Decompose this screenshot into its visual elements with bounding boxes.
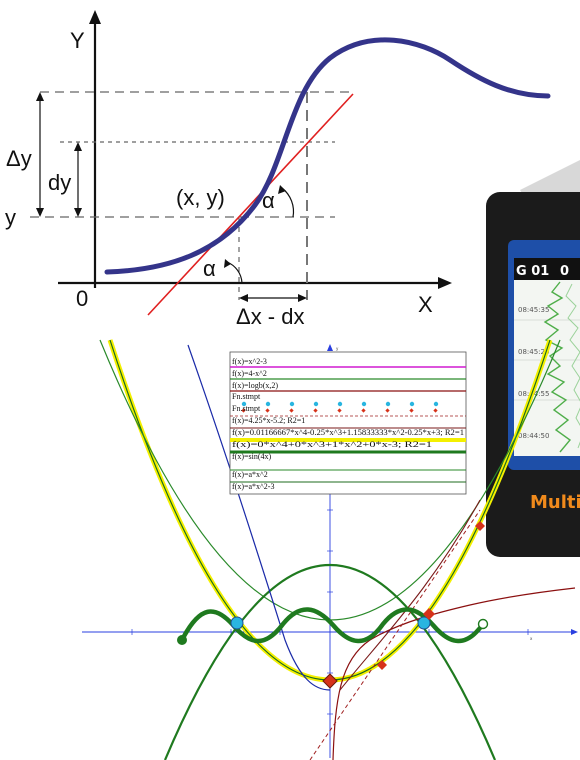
vertex-point[interactable] — [322, 673, 338, 689]
device-trace — [543, 281, 572, 453]
legend-entry-7: f(x)=0.01166667*x^4-0.25*x^3+1.15833333*… — [232, 428, 464, 437]
device-time-2: 08:45:20 — [518, 348, 549, 356]
alpha-upper-label: α — [262, 188, 275, 213]
alpha-arc-lower — [226, 261, 243, 284]
regression-line-dashed — [309, 509, 481, 760]
alpha-lower-label: α — [203, 256, 216, 281]
device-header-bar — [514, 258, 580, 280]
x-axis-arrow — [438, 277, 452, 289]
device-time-1: 08:45:35 — [518, 306, 549, 314]
sine-end-point[interactable] — [477, 618, 489, 630]
sine-curve — [179, 607, 485, 644]
red-point-1[interactable] — [423, 608, 435, 620]
legend-entry-9: f(x)=sin(4x) — [232, 452, 272, 461]
point-label: (x, y) — [176, 185, 225, 210]
device: G 01 0 08:45:35 08:45:20 08:44:55 08:44:… — [486, 160, 580, 557]
legend-entry-10: f(x)=a*x^2 — [232, 470, 268, 479]
delta-x-arrow-left — [239, 294, 248, 302]
red-point-3[interactable] — [475, 521, 485, 531]
red-point-2[interactable] — [377, 660, 387, 670]
delta-y-label: Δy — [6, 146, 32, 171]
graph-legend: f(x)=x^2-3 f(x)=4-x^2 f(x)=logb(x,2) Fn.… — [229, 351, 467, 495]
alpha-arc-upper — [281, 187, 295, 218]
legend-entry-11: f(x)=a*x^2-3 — [232, 482, 274, 491]
graph-y-ticks — [327, 509, 333, 715]
blue-curve — [187, 344, 331, 691]
legend-entry-3: f(x)=logb(x,2) — [232, 381, 278, 390]
device-time-4: 08:44:50 — [518, 432, 549, 440]
graph-y-axis-arrow — [327, 344, 333, 351]
legend-entry-2: f(x)=4-x^2 — [232, 369, 267, 378]
graph-x-axis-label: x — [530, 636, 533, 641]
legend-entry-6: f(x)=4.25*x-5.2; R2=1 — [232, 416, 305, 425]
legend-entry-4: Fn.stmpt — [232, 392, 261, 401]
intersection-point-left[interactable] — [230, 616, 244, 630]
legend-dots-cyan — [241, 401, 439, 407]
graph-x-axis-arrow — [571, 629, 578, 635]
sine-start-point[interactable] — [177, 635, 187, 645]
derivative-diagram: Y X 0 Δy dy y (x, y) α α Δx - dx — [5, 10, 551, 329]
log-curve — [332, 587, 576, 760]
x-axis-label: X — [418, 292, 433, 317]
tangent-line — [147, 93, 354, 316]
device-screen — [514, 280, 580, 456]
delta-y-arrow-up — [36, 92, 44, 101]
function-curve — [104, 37, 551, 275]
device-brand: Multi — [530, 492, 580, 513]
device-header-right: 0 — [560, 264, 569, 279]
y-value-label: y — [5, 205, 16, 230]
function-graph: y x — [82, 339, 578, 760]
regression-curve — [339, 499, 481, 691]
legend-entry-1: f(x)=x^2-3 — [232, 357, 267, 366]
dy-label: dy — [48, 170, 71, 195]
alpha-arc-lower-arrow — [224, 259, 231, 268]
y-axis-arrow — [89, 10, 101, 24]
legend-dots-red — [241, 408, 438, 413]
graph-y-axis-label: y — [336, 346, 339, 351]
delta-x-label: Δx - dx — [236, 304, 304, 329]
device-trace-secondary — [565, 283, 580, 449]
parabola-4-minus-x2 — [163, 563, 497, 760]
alpha-arc-upper-arrow — [278, 185, 286, 194]
delta-x-arrow-right — [298, 294, 307, 302]
origin-label: 0 — [76, 286, 88, 311]
intersection-point-right[interactable] — [417, 616, 431, 630]
y-axis-label: Y — [70, 28, 85, 53]
dy-arrow-down — [74, 208, 82, 217]
device-header-left: G 01 — [516, 264, 549, 279]
legend-entry-5: Fn.stmpt — [232, 404, 261, 413]
device-footer-bar — [514, 456, 580, 466]
delta-y-arrow-down — [36, 208, 44, 217]
legend-entry-8: f(x)=0*x^4+0*x^3+1*x^2+0*x-3; R2=1 — [232, 440, 432, 449]
dy-arrow-up — [74, 142, 82, 151]
